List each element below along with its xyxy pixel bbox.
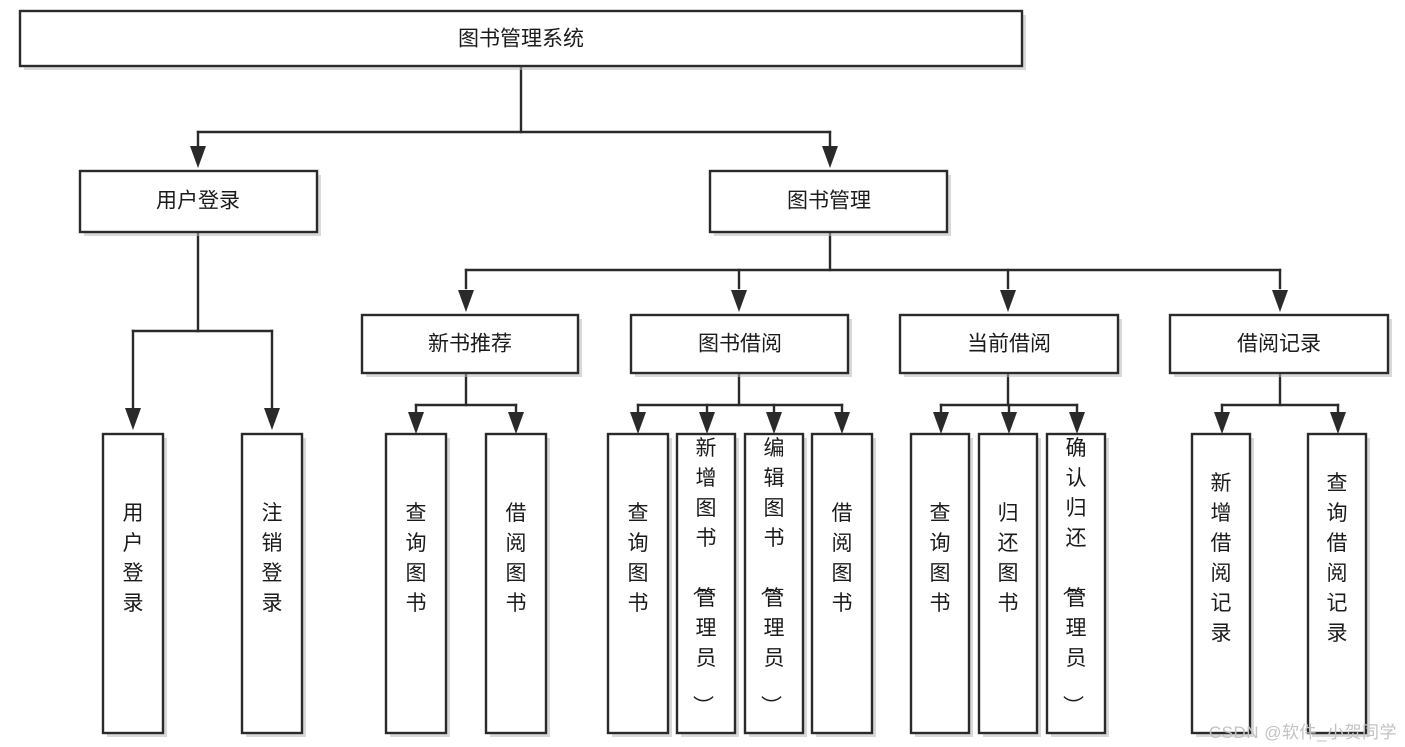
arrow-current-borrow: [1000, 290, 1016, 312]
arrow-br-leaf-2: [1330, 412, 1346, 434]
arrow-bb-leaf-1: [630, 412, 646, 434]
arrow-nbr-leaf-2: [508, 412, 524, 434]
node-leaf-confirm-return[interactable]: 确认归还（管理员）: [1045, 432, 1109, 737]
node-leaf-edit-book[interactable]: 编辑图书（管理员）: [743, 432, 807, 737]
node-leaf-logout-label: 注销登录: [262, 502, 283, 615]
arrow-bb-leaf-2: [699, 412, 715, 434]
arrow-bb-leaf-4: [834, 412, 850, 434]
node-borrow-record[interactable]: 借阅记录: [1168, 313, 1392, 377]
node-new-book-recommend-label: 新书推荐: [428, 333, 512, 356]
node-leaf-borrow-book-1-label: 借阅图书: [506, 502, 527, 615]
csdn-watermark: CSDN @软件_小贺同学: [1208, 723, 1397, 742]
node-leaf-query-book-3[interactable]: 查询图书: [909, 432, 973, 737]
node-leaf-confirm-return-label: 确认归还（管理员）: [1061, 437, 1087, 716]
node-leaf-query-book-2[interactable]: 查询图书: [606, 432, 672, 737]
node-leaf-borrow-book-2-label: 借阅图书: [832, 502, 853, 615]
node-leaf-add-record[interactable]: 新增借阅记录: [1190, 432, 1254, 737]
arrow-book-borrow: [731, 290, 747, 312]
node-leaf-query-record-label: 查询借阅记录: [1327, 472, 1348, 645]
node-user-login-label: 用户登录: [156, 190, 240, 213]
node-leaf-user-login[interactable]: 用户登录: [101, 432, 167, 737]
node-leaf-edit-book-label: 编辑图书（管理员）: [759, 437, 785, 716]
arrow-book-manage: [822, 146, 838, 168]
node-leaf-return-book-label: 归还图书: [998, 502, 1019, 615]
node-leaf-return-book[interactable]: 归还图书: [977, 432, 1041, 737]
arrow-cb-leaf-3: [1069, 412, 1085, 434]
node-book-borrow-label: 图书借阅: [698, 333, 782, 356]
arrow-br-leaf-1: [1214, 412, 1230, 434]
node-root-label: 图书管理系统: [458, 28, 584, 51]
node-leaf-logout[interactable]: 注销登录: [240, 432, 306, 737]
node-current-borrow-label: 当前借阅: [967, 333, 1051, 356]
node-leaf-query-book-2-label: 查询图书: [628, 502, 649, 615]
node-leaf-query-book-1[interactable]: 查询图书: [384, 432, 450, 737]
node-leaf-add-book-label: 新增图书（管理员）: [691, 437, 717, 716]
arrow-cb-leaf-2: [1001, 412, 1017, 434]
arrow-cb-leaf-1: [933, 412, 949, 434]
node-leaf-user-login-label: 用户登录: [123, 502, 144, 615]
arrow-user-login: [190, 146, 206, 168]
node-leaf-borrow-book-1[interactable]: 借阅图书: [484, 432, 550, 737]
node-user-login[interactable]: 用户登录: [78, 169, 321, 236]
arrow-new-book-recommend: [458, 290, 474, 312]
node-leaf-add-record-label: 新增借阅记录: [1211, 472, 1232, 645]
node-book-borrow[interactable]: 图书借阅: [629, 313, 852, 377]
arrow-borrow-record: [1272, 290, 1288, 312]
connector-layer: [125, 64, 1346, 434]
node-new-book-recommend[interactable]: 新书推荐: [360, 313, 582, 377]
node-current-borrow[interactable]: 当前借阅: [898, 313, 1122, 377]
arrow-bb-leaf-3: [766, 412, 782, 434]
node-borrow-record-label: 借阅记录: [1237, 333, 1321, 356]
arrow-leaf-user-login: [125, 408, 141, 430]
arrow-leaf-logout: [264, 408, 280, 430]
node-book-manage[interactable]: 图书管理: [708, 169, 951, 236]
node-leaf-query-record[interactable]: 查询借阅记录: [1306, 432, 1370, 737]
node-leaf-query-book-3-label: 查询图书: [930, 502, 951, 615]
arrow-nbr-leaf-1: [408, 412, 424, 434]
node-book-manage-label: 图书管理: [787, 190, 871, 213]
node-leaf-borrow-book-2[interactable]: 借阅图书: [810, 432, 876, 737]
node-root[interactable]: 图书管理系统: [18, 9, 1026, 70]
node-leaf-query-book-1-label: 查询图书: [406, 502, 427, 615]
node-leaf-add-book[interactable]: 新增图书（管理员）: [675, 432, 739, 737]
